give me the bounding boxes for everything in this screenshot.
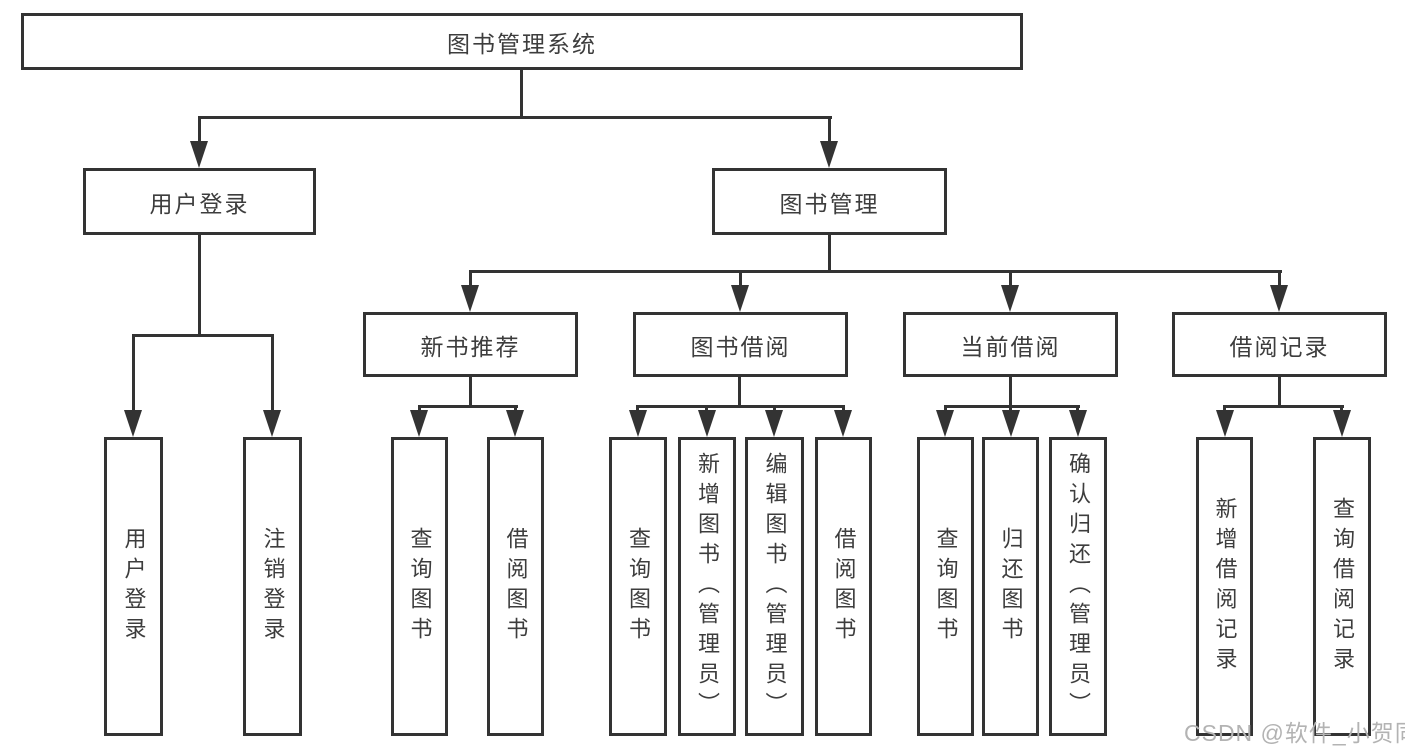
node-root-label: 图书管理系统 xyxy=(447,30,597,57)
connector-line xyxy=(1009,272,1012,288)
connector-arrowhead xyxy=(936,410,954,437)
node-book-borrow: 图书借阅 xyxy=(633,312,848,377)
leaf-current-query-books-label: 查询图书 xyxy=(933,526,959,647)
leaf-recommend-borrow-books: 借阅图书 xyxy=(487,437,544,736)
node-book-borrow-label: 图书借阅 xyxy=(690,333,791,360)
connector-arrowhead xyxy=(263,410,281,437)
connector-line xyxy=(469,377,472,408)
node-user-login-label: 用户登录 xyxy=(149,190,250,217)
connector-line xyxy=(828,118,831,144)
connector-arrowhead xyxy=(698,410,716,437)
node-current-borrow-label: 当前借阅 xyxy=(960,333,1061,360)
connector-line xyxy=(1009,377,1012,408)
leaf-user-login: 用户登录 xyxy=(104,437,163,736)
leaf-return-book: 归还图书 xyxy=(982,437,1039,736)
leaf-recommend-query-books: 查询图书 xyxy=(391,437,448,736)
connector-arrowhead xyxy=(1002,410,1020,437)
connector-arrowhead xyxy=(506,410,524,437)
connector-arrowhead xyxy=(190,141,208,168)
connector-arrowhead xyxy=(731,285,749,312)
connector-line xyxy=(520,69,523,119)
connector-line xyxy=(198,235,201,337)
leaf-query-borrow-record: 查询借阅记录 xyxy=(1313,437,1371,736)
connector-arrowhead xyxy=(461,285,479,312)
connector-line xyxy=(271,336,274,412)
node-user-login: 用户登录 xyxy=(83,168,316,235)
leaf-confirm-return-admin: 确认归还（管理员） xyxy=(1049,437,1107,736)
node-book-management: 图书管理 xyxy=(712,168,947,235)
leaf-logout: 注销登录 xyxy=(243,437,302,736)
connector-arrowhead xyxy=(1001,285,1019,312)
leaf-current-query-books: 查询图书 xyxy=(917,437,974,736)
connector-line xyxy=(469,272,472,288)
connector-arrowhead xyxy=(1270,285,1288,312)
leaf-borrow-query-books-label: 查询图书 xyxy=(626,526,651,647)
leaf-add-book-admin: 新增图书（管理员） xyxy=(678,437,736,736)
leaf-confirm-return-admin-label: 确认归还（管理员） xyxy=(1066,451,1091,722)
connector-line xyxy=(738,377,741,408)
connector-line xyxy=(944,405,1080,408)
node-borrow-records: 借阅记录 xyxy=(1172,312,1387,377)
leaf-user-login-label: 用户登录 xyxy=(121,526,147,647)
leaf-borrow-book: 借阅图书 xyxy=(815,437,872,736)
connector-arrowhead xyxy=(124,410,142,437)
connector-line xyxy=(469,270,1282,273)
connector-arrowhead xyxy=(1069,410,1087,437)
connector-line xyxy=(1223,405,1344,408)
watermark: CSDN @软件_小贺同学 xyxy=(1184,720,1405,746)
connector-arrowhead xyxy=(820,141,838,168)
connector-line xyxy=(132,336,135,412)
connector-line xyxy=(1278,272,1281,288)
leaf-edit-book-admin: 编辑图书（管理员） xyxy=(745,437,804,736)
connector-line xyxy=(636,405,845,408)
connector-line xyxy=(198,116,832,119)
leaf-return-book-label: 归还图书 xyxy=(998,526,1024,647)
node-current-borrow: 当前借阅 xyxy=(903,312,1118,377)
node-new-book-recommend-label: 新书推荐 xyxy=(420,333,521,360)
leaf-recommend-query-books-label: 查询图书 xyxy=(407,526,433,647)
connector-arrowhead xyxy=(410,410,428,437)
connector-line xyxy=(418,405,518,408)
leaf-edit-book-admin-label: 编辑图书（管理员） xyxy=(762,451,788,722)
leaf-query-borrow-record-label: 查询借阅记录 xyxy=(1330,496,1355,677)
leaf-add-borrow-record-label: 新增借阅记录 xyxy=(1212,496,1238,677)
connector-line xyxy=(1278,377,1281,408)
connector-arrowhead xyxy=(1333,410,1351,437)
leaf-recommend-borrow-books-label: 借阅图书 xyxy=(503,526,529,647)
connector-line xyxy=(198,118,201,144)
node-root: 图书管理系统 xyxy=(21,13,1023,70)
leaf-borrow-query-books: 查询图书 xyxy=(609,437,667,736)
connector-line xyxy=(132,334,274,337)
connector-arrowhead xyxy=(1216,410,1234,437)
leaf-add-book-admin-label: 新增图书（管理员） xyxy=(695,451,720,722)
node-book-management-label: 图书管理 xyxy=(779,190,880,217)
connector-line xyxy=(739,272,742,288)
connector-arrowhead xyxy=(765,410,783,437)
connector-arrowhead xyxy=(834,410,852,437)
connector-line xyxy=(828,235,831,273)
node-borrow-records-label: 借阅记录 xyxy=(1229,333,1330,360)
connector-arrowhead xyxy=(629,410,647,437)
leaf-add-borrow-record: 新增借阅记录 xyxy=(1196,437,1253,736)
node-new-book-recommend: 新书推荐 xyxy=(363,312,578,377)
leaf-logout-label: 注销登录 xyxy=(260,526,286,647)
leaf-borrow-book-label: 借阅图书 xyxy=(831,526,857,647)
